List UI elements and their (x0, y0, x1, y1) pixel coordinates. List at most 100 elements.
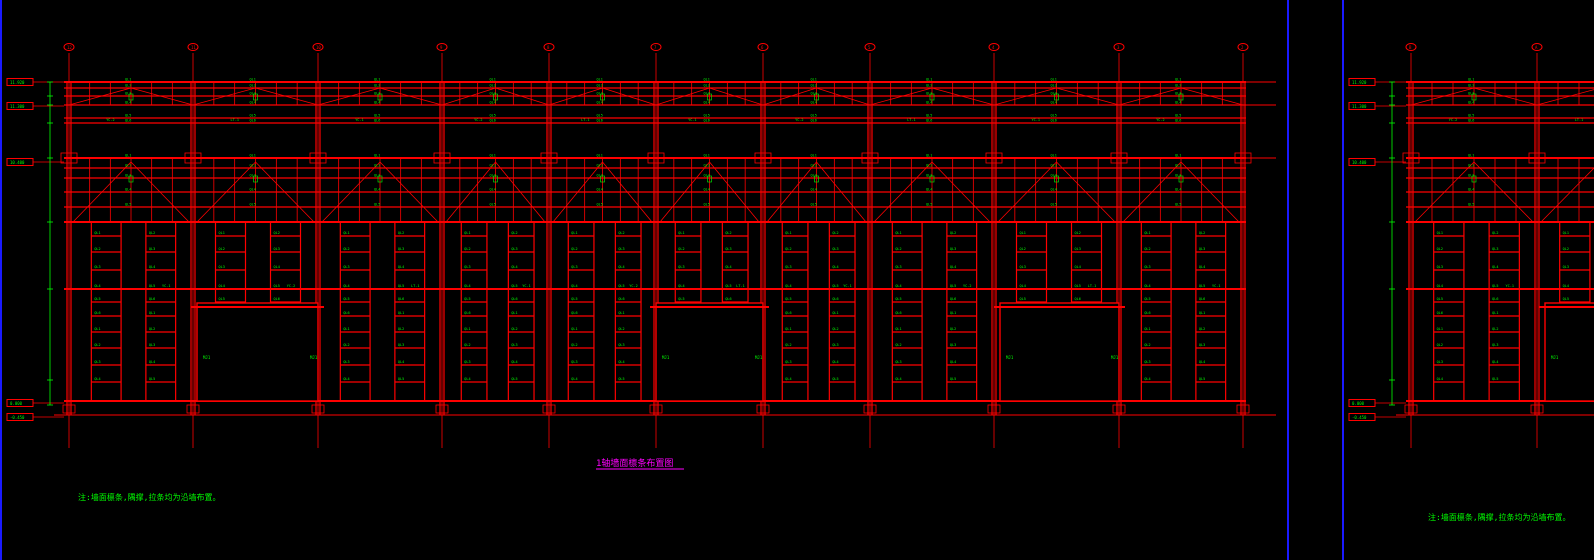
girt-tag: QL4 (94, 377, 100, 381)
girt-tag: QL5 (219, 297, 225, 301)
brace-diagonal (931, 87, 995, 106)
purlin-tag: QL5 (250, 114, 256, 118)
level-tag-text: 11.920 (10, 80, 25, 85)
purlin-tag: QL1 (250, 78, 256, 82)
girt-tag: QL2 (1144, 247, 1150, 251)
purlin-tag: QL1 (374, 154, 380, 158)
girt-tag: QL6 (1199, 297, 1205, 301)
purlin-tag: QL1 (374, 78, 380, 82)
purlin-tag: QL5 (250, 203, 256, 207)
girt-tag: QL5 (1144, 297, 1150, 301)
girt-tag: QL2 (1199, 231, 1205, 235)
column-base (1112, 404, 1126, 414)
purlin-tag: QL1 (597, 78, 603, 82)
brace-diagonal (762, 87, 817, 106)
brace-diagonal (1536, 89, 1594, 106)
level-tag-text: 0.000 (10, 401, 23, 406)
girt-tag: QL1 (618, 311, 624, 315)
door-tag: MJ1 (203, 355, 211, 360)
girt-tag: QL3 (618, 343, 624, 347)
brace-diagonal (869, 87, 933, 106)
bracing-tag: YC-2 (629, 284, 637, 288)
girt-tag: QL6 (464, 311, 470, 315)
girt-tag: QL3 (895, 265, 901, 269)
column-bracket (754, 152, 772, 164)
girt-tag: QL4 (571, 284, 577, 288)
sag-rod-mark (377, 175, 383, 183)
girt-tag: QL4 (343, 377, 349, 381)
sag-rod-mark (493, 175, 498, 183)
purlin-tag: QL4 (490, 101, 496, 105)
girt-tag: QL6 (950, 297, 956, 301)
purlin-tag: QL3 (1468, 174, 1474, 178)
girt-tag: QL3 (1437, 360, 1443, 364)
door-tag: MJ1 (310, 355, 318, 360)
purlin-tag: QL5 (704, 203, 710, 207)
purlin-tag: QL1 (490, 78, 496, 82)
column-bracket (60, 152, 78, 164)
purlin-tag: QL3 (1175, 92, 1181, 96)
bracing-tag: YC-1 (162, 284, 170, 288)
column-bracket (1528, 152, 1546, 164)
brace-diagonal (1410, 87, 1475, 106)
girt-tag: QL1 (1144, 327, 1150, 331)
purlin-tag: QL3 (926, 174, 932, 178)
purlin-tag: QL1 (1175, 154, 1181, 158)
brace-diagonal (379, 87, 443, 106)
purlin-tag: QL5 (1175, 114, 1181, 118)
main-note: 注:墙面檩条,隅撑,拉条均为沿墙布置。 (78, 492, 220, 502)
axis-bubble-label: 8 (547, 45, 550, 50)
purlin-tag: QL5 (374, 114, 380, 118)
door-tag: MJ1 (1111, 355, 1119, 360)
girt-tag: QL3 (464, 265, 470, 269)
girt-tag: QL3 (464, 360, 470, 364)
purlin-tag: QL2 (374, 164, 380, 168)
girt-tag: QL3 (1563, 265, 1569, 269)
purlin-tag: QL3 (374, 174, 380, 178)
sag-rod-mark (929, 93, 935, 101)
girt-tag: QL1 (895, 231, 901, 235)
girt-tag: QL3 (149, 343, 155, 347)
purlin-tag: QL4 (374, 188, 380, 192)
purlin-tag: QL6 (250, 119, 256, 123)
purlin-tag: QL2 (250, 84, 256, 88)
girt-tag: QL6 (832, 297, 838, 301)
brace-diagonal (1473, 87, 1538, 106)
girt-tag: QL5 (1199, 377, 1205, 381)
purlin-tag: QL1 (811, 78, 817, 82)
purlin-tag: QL2 (374, 84, 380, 88)
purlin-tag: QL1 (1468, 78, 1474, 82)
purlin-tag: QL1 (597, 154, 603, 158)
brace-diagonal (1180, 87, 1244, 106)
axis-bubble (436, 43, 448, 51)
bracing-tag: YC-2 (287, 284, 295, 288)
column-bracket (985, 152, 1003, 164)
bracing-tag: YC-1 (1032, 118, 1040, 122)
purlin-tag: QL4 (125, 188, 131, 192)
purlin-tag: QL5 (811, 114, 817, 118)
girt-tag: QL2 (571, 343, 577, 347)
girt-tag: QL4 (1563, 284, 1569, 288)
girt-tag: QL3 (511, 343, 517, 347)
axis-bubble-label: 4 (992, 45, 995, 50)
purlin-tag: QL4 (250, 101, 256, 105)
girt-tag: QL6 (398, 297, 404, 301)
purlin-tag: QL6 (125, 119, 131, 123)
girt-tag: QL5 (94, 297, 100, 301)
girt-tag: QL2 (618, 231, 624, 235)
door-tag: MJ1 (1006, 355, 1014, 360)
axis-bubble (312, 43, 324, 51)
purlin-tag: QL3 (1175, 174, 1181, 178)
girt-tag: QL1 (1563, 231, 1569, 235)
girt-tag: QL2 (725, 231, 731, 235)
sag-rod-mark (253, 93, 258, 101)
girt-tag: QL2 (94, 247, 100, 251)
girt-tag: QL3 (785, 360, 791, 364)
purlin-tag: QL3 (1468, 92, 1474, 96)
girt-tag: QL4 (895, 377, 901, 381)
girt-tag: QL2 (464, 247, 470, 251)
girt-tag: QL4 (618, 360, 624, 364)
